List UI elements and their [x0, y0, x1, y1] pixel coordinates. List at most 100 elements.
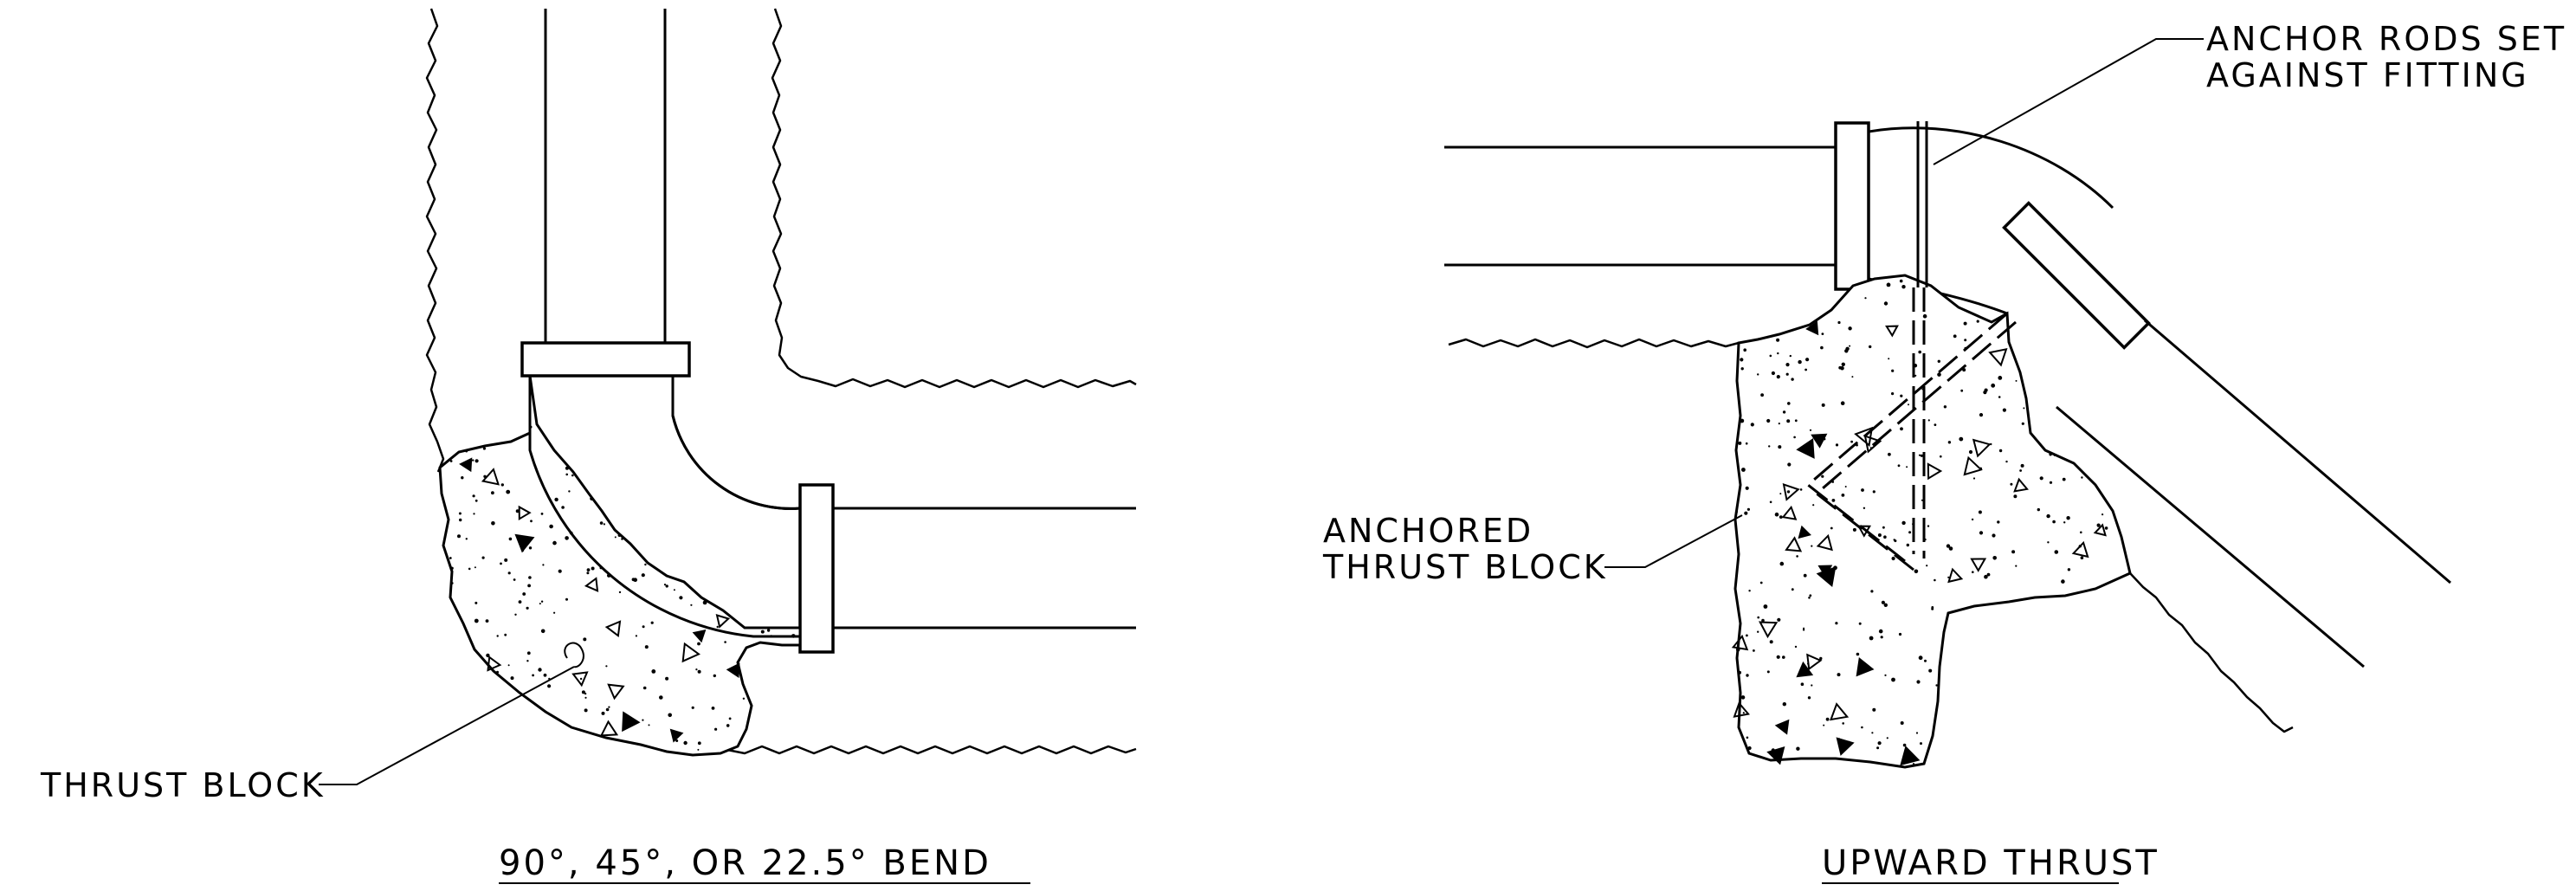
aggregate-dot [1769, 640, 1773, 644]
aggregate-dot [2005, 460, 2008, 463]
aggregate-dot [1746, 674, 1749, 677]
aggregate-dot [1761, 618, 1765, 623]
aggregate-dot [1968, 449, 1973, 455]
aggregate-stone [2071, 540, 2089, 558]
aggregate-dot [2039, 476, 2043, 481]
aggregate-dot [1837, 320, 1841, 325]
aggregate-dot [506, 489, 511, 494]
aggregate-dot [1913, 364, 1918, 368]
aggregate-dot [1891, 677, 1895, 682]
aggregate-dot [515, 509, 520, 513]
aggregate-dot [2021, 422, 2024, 425]
aggregate-dot [1820, 345, 1824, 350]
aggregate-dot [1789, 354, 1792, 358]
aggregate-dot [1959, 436, 1964, 442]
aggregate-dot [1766, 670, 1770, 674]
aggregate-dot [1776, 338, 1780, 342]
aggregate-dot [504, 633, 507, 636]
aggregate-dot [1794, 645, 1798, 649]
aggregate-dot [713, 674, 716, 678]
aggregate-dot [528, 576, 532, 579]
aggregate-dot [1800, 682, 1804, 686]
aggregate-dot [1870, 590, 1874, 593]
aggregate-stone [514, 533, 535, 553]
aggregate-stone [481, 468, 500, 486]
aggregate-dot [581, 690, 585, 694]
aggregate-dot [1991, 383, 1996, 388]
aggregate-dot [724, 641, 726, 643]
aggregate-dot [605, 665, 608, 668]
aggregate-dot [1997, 520, 2000, 524]
right-detail-upward-thrust: ANCHOR RODS SET AGAINST FITTING ANCHORED… [1322, 20, 2564, 884]
aggregate-dot [1779, 561, 1785, 566]
aggregate-stone [1782, 482, 1800, 501]
aggregate-dot [1884, 674, 1887, 677]
aggregate-dot [1937, 372, 1941, 377]
aggregate-dot [540, 513, 544, 515]
aggregate-dot [1886, 737, 1888, 739]
aggregate-dot [1891, 392, 1895, 396]
aggregate-dot [1742, 712, 1745, 714]
aggregate-dot [540, 600, 544, 603]
aggregate-dot [530, 520, 533, 523]
anchored-thrust-block [1733, 274, 2132, 769]
aggregate-dot [2049, 481, 2053, 484]
aggregate-dot [465, 538, 468, 540]
aggregate-dot [526, 660, 529, 662]
aggregate-dot [472, 494, 475, 498]
aggregate-dot [621, 538, 623, 540]
aggregate-dot [1835, 622, 1838, 625]
aggregate-dot [679, 596, 683, 600]
aggregate-dot [1891, 369, 1895, 372]
aggregate-dot [1856, 443, 1858, 447]
aggregate-dot [526, 651, 531, 655]
aggregate-dot [1882, 526, 1885, 529]
aggregate-dot [1948, 546, 1953, 551]
aggregate-dot [529, 425, 533, 429]
aggregate-stone [622, 711, 641, 733]
aggregate-dot [1878, 629, 1883, 634]
aggregate-dot [726, 724, 730, 727]
aggregate-dot [1838, 365, 1842, 370]
aggregate-dot [1934, 578, 1936, 582]
aggregate-dot [1921, 499, 1923, 501]
aggregate-stone [1970, 558, 1987, 572]
aggregate-dot [473, 513, 475, 515]
aggregate-dot [642, 625, 645, 629]
left-trench-bottom-edge [726, 745, 1137, 755]
aggregate-stone [1829, 702, 1850, 721]
aggregate-stone [1856, 525, 1872, 538]
aggregate-dot [579, 677, 583, 681]
aggregate-dot [618, 591, 622, 594]
aggregate-stone [1731, 634, 1749, 651]
aggregate-dot [2011, 550, 2016, 554]
aggregate-dot [1757, 630, 1759, 633]
aggregate-dot [1976, 320, 1979, 323]
aggregate-dot [1931, 607, 1934, 610]
aggregate-dot [2037, 507, 2040, 512]
aggregate-stone [1774, 719, 1790, 735]
anchor-rods-leader [1933, 38, 2204, 165]
thrust-block-leader [319, 666, 575, 785]
aggregate-dot [668, 713, 672, 718]
aggregate-dot [539, 603, 541, 605]
left-trench-outer-edge [425, 8, 445, 473]
aggregate-dot [695, 668, 698, 671]
aggregate-dot [1771, 371, 1775, 376]
thrust-block-leader-hook [564, 642, 584, 668]
aggregate-stone [1817, 565, 1833, 578]
aggregate-dot [1914, 569, 1919, 574]
aggregate-dot [1831, 499, 1836, 502]
aggregate-dot [1918, 454, 1921, 456]
aggregate-dot [1883, 301, 1888, 306]
aggregate-dot [1745, 442, 1748, 445]
aggregate-dot [2015, 565, 2018, 567]
aggregate-dot [1937, 359, 1940, 363]
aggregate-dot [1928, 668, 1933, 673]
vertical-pipe-flange [520, 341, 691, 378]
aggregate-dot [1900, 394, 1903, 397]
aggregate-dot [485, 619, 489, 623]
aggregate-dot [527, 584, 531, 588]
aggregate-dot [518, 600, 522, 604]
aggregate-dot [1823, 724, 1825, 726]
